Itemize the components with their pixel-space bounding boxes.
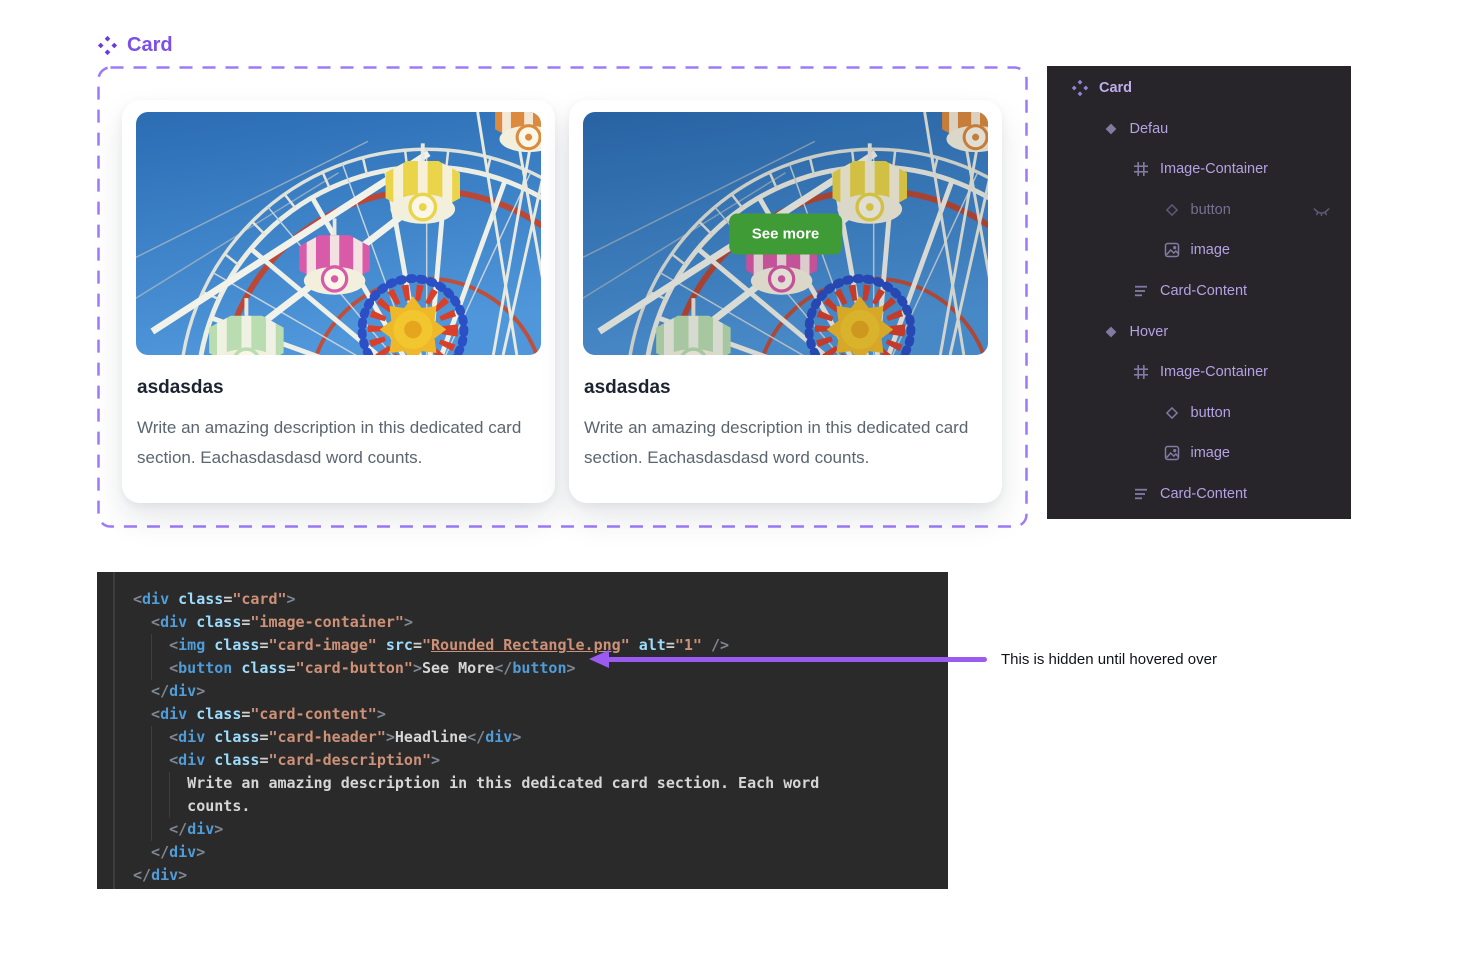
layer-label: Card [1099, 80, 1133, 96]
component-icon [1071, 79, 1089, 97]
layer-row-hover[interactable]: Hover [1047, 318, 1351, 346]
layer-label: Image-Container [1160, 364, 1268, 381]
card-description: Write an amazing description in this ded… [584, 418, 969, 467]
layer-row-card-content[interactable]: Card-Content [1047, 277, 1351, 305]
component-label[interactable]: Card [97, 34, 173, 57]
frame-icon [1132, 160, 1150, 178]
layer-label: Image-Container [1160, 161, 1268, 178]
annotation-text: This is hidden until hovered over [1001, 651, 1217, 668]
layer-row-image-container[interactable]: Image-Container [1047, 155, 1351, 183]
component-label-text: Card [127, 34, 173, 56]
diamond-outline-icon [1163, 404, 1181, 422]
layer-row-image[interactable]: image [1047, 236, 1351, 264]
layer-row-image[interactable]: image [1047, 439, 1351, 467]
code-line: <div class="card-header">Headline</div> [133, 728, 522, 746]
layer-label: button [1190, 201, 1231, 218]
see-more-button[interactable]: See more [728, 213, 843, 254]
layer-row-defau[interactable]: Defau [1047, 115, 1351, 143]
component-icon [97, 35, 118, 56]
code-lines: <div class="card"> <div class="image-con… [133, 588, 948, 887]
card-default-variant[interactable]: asdasdas Write an amazing description in… [122, 100, 555, 503]
frame-icon [1132, 363, 1150, 381]
code-line: <div class="card"> [133, 590, 296, 608]
layer-label: Card-Content [1160, 485, 1248, 502]
ferris-wheel-photo [136, 112, 541, 355]
code-line: counts. [133, 797, 251, 815]
annotation-arrow-shaft [606, 657, 987, 662]
layer-row-button[interactable]: button [1047, 196, 1351, 224]
card-image [136, 112, 541, 355]
image-icon [1163, 444, 1181, 462]
code-line: <button class="card-button">See More</bu… [133, 659, 576, 677]
layer-label: Defau [1129, 120, 1169, 137]
code-block: <div class="card"> <div class="image-con… [97, 572, 948, 889]
layer-label: image [1190, 242, 1231, 259]
card-hover-variant[interactable]: See more asdasdas Write an amazing descr… [569, 100, 1002, 503]
layer-row-card[interactable]: Card [1047, 74, 1351, 102]
code-gutter-line [113, 572, 115, 889]
variant-diamond-icon [1102, 120, 1120, 138]
hidden-eye-icon[interactable] [1312, 201, 1331, 220]
card-headline: asdasdas [584, 377, 671, 398]
layer-label: Hover [1129, 323, 1169, 340]
annotation-arrow-head [589, 650, 609, 668]
code-line: </div> [133, 866, 188, 884]
layer-label: Card-Content [1160, 282, 1248, 299]
code-line: <img class="card-image" src="Rounded Rec… [133, 636, 730, 654]
layer-label: image [1190, 445, 1231, 462]
indent-guide [169, 772, 170, 818]
code-line: </div> [133, 820, 224, 838]
card-headline: asdasdas [137, 377, 224, 398]
diamond-outline-icon [1163, 201, 1181, 219]
code-line: <div class="image-container"> [133, 613, 413, 631]
layer-row-button[interactable]: button [1047, 399, 1351, 427]
layer-row-card-content[interactable]: Card-Content [1047, 480, 1351, 508]
text-lines-icon [1132, 282, 1150, 300]
code-line: </div> [133, 843, 206, 861]
variant-diamond-icon [1102, 323, 1120, 341]
card-image: See more [583, 112, 988, 355]
code-line: </div> [133, 682, 206, 700]
card-description: Write an amazing description in this ded… [137, 418, 522, 467]
code-line: <div class="card-description"> [133, 751, 441, 769]
code-line: <div class="card-content"> [133, 705, 386, 723]
code-line: Write an amazing description in this ded… [133, 774, 820, 792]
layer-label: button [1190, 404, 1231, 421]
indent-guide [151, 634, 152, 680]
text-lines-icon [1132, 485, 1150, 503]
layer-row-image-container[interactable]: Image-Container [1047, 358, 1351, 386]
image-icon [1163, 241, 1181, 259]
indent-guide [151, 726, 152, 841]
